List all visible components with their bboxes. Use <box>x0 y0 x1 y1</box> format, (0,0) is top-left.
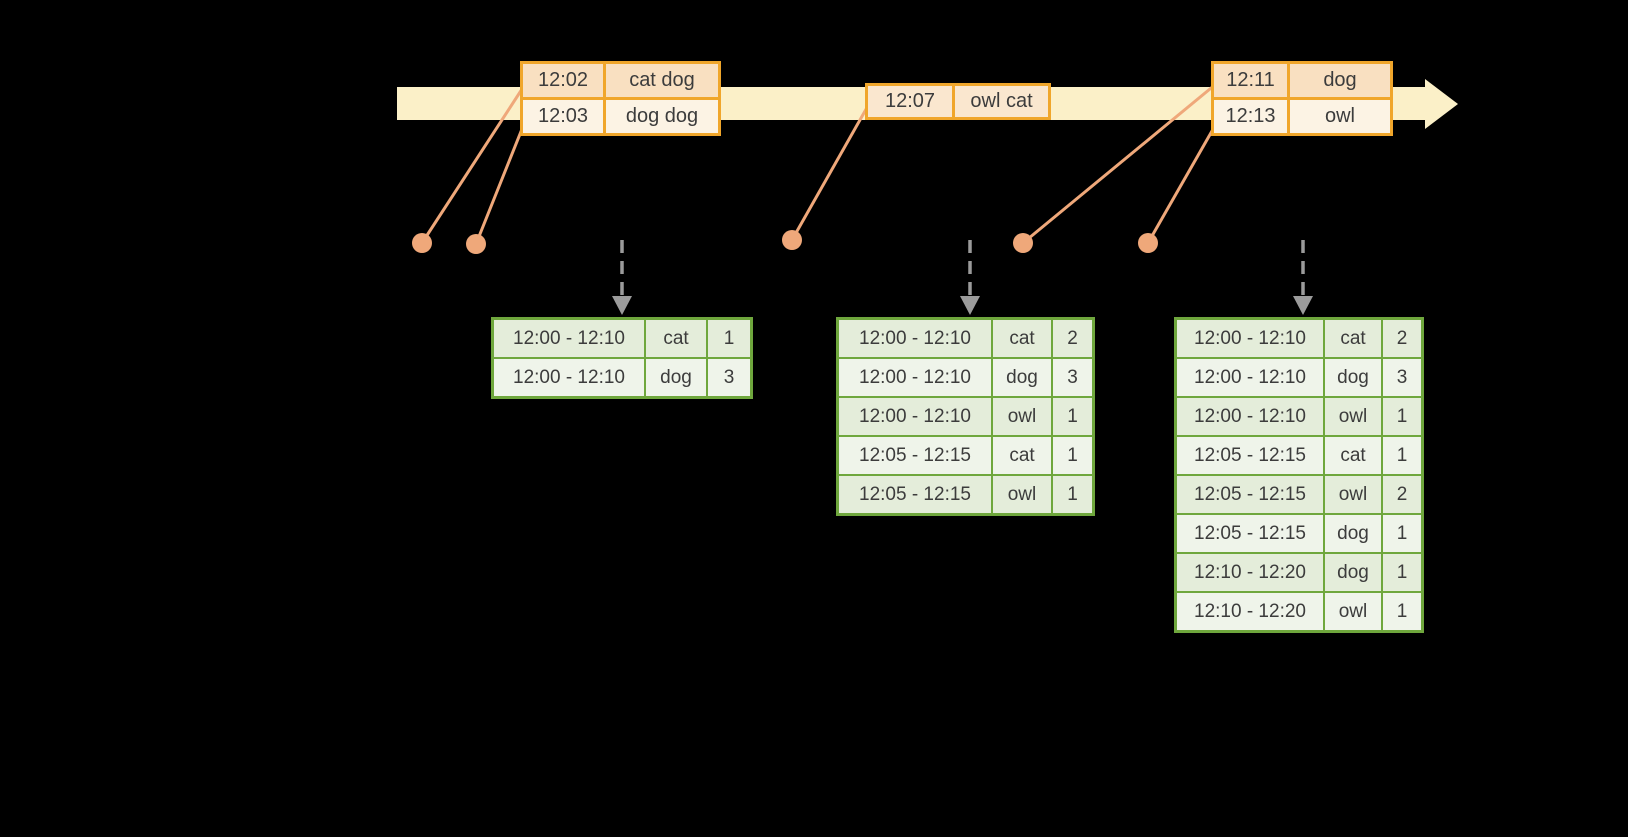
event-dot <box>466 234 486 254</box>
table-cell: dog <box>1325 554 1381 591</box>
table-cell: 1 <box>708 320 750 357</box>
table-cell: 3 <box>1053 359 1092 396</box>
event-connector-line <box>420 85 526 244</box>
table-cell: 1 <box>1383 398 1421 435</box>
event-dot <box>782 230 802 250</box>
table-cell: 3 <box>708 359 750 396</box>
table-cell: 12:02 <box>523 64 603 97</box>
table-cell: 12:00 - 12:10 <box>1177 359 1323 396</box>
table-cell: owl <box>1325 476 1381 513</box>
table-cell: cat dog <box>606 64 718 97</box>
table-cell: 12:10 - 12:20 <box>1177 554 1323 591</box>
table-cell: 12:03 <box>523 100 603 133</box>
table-cell: 1 <box>1053 398 1092 435</box>
table-cell: 1 <box>1383 515 1421 552</box>
trigger-arrowhead-icon <box>612 296 632 315</box>
timeline-arrowhead-icon <box>1425 79 1458 129</box>
table-cell: 12:00 - 12:10 <box>839 359 991 396</box>
table-cell: 1 <box>1383 437 1421 474</box>
table-cell: dog <box>993 359 1051 396</box>
table-cell: dog dog <box>606 100 718 133</box>
table-cell: cat <box>1325 437 1381 474</box>
table-cell: cat <box>993 320 1051 357</box>
trigger-arrowhead-icon <box>960 296 980 315</box>
event-dot <box>1013 233 1033 253</box>
event-connector-line <box>790 103 871 241</box>
table-cell: owl <box>993 398 1051 435</box>
table-cell: dog <box>1290 64 1390 97</box>
table-cell: 2 <box>1383 320 1421 357</box>
table-cell: 12:07 <box>868 86 952 117</box>
table-cell: owl <box>1290 100 1390 133</box>
table-cell: cat <box>646 320 706 357</box>
table-cell: dog <box>1325 359 1381 396</box>
table-cell: dog <box>1325 515 1381 552</box>
event-connector-line <box>1146 123 1218 244</box>
table-cell: owl <box>1325 593 1381 630</box>
table-cell: 12:05 - 12:15 <box>839 476 991 513</box>
table-cell: 12:05 - 12:15 <box>1177 515 1323 552</box>
table-cell: 12:00 - 12:10 <box>1177 320 1323 357</box>
table-cell: dog <box>646 359 706 396</box>
table-cell: 12:05 - 12:15 <box>839 437 991 474</box>
table-cell: cat <box>993 437 1051 474</box>
table-cell: 2 <box>1383 476 1421 513</box>
table-cell: 12:00 - 12:10 <box>494 320 644 357</box>
table-cell: 12:11 <box>1214 64 1287 97</box>
table-cell: 3 <box>1383 359 1421 396</box>
table-cell: 1 <box>1053 476 1092 513</box>
table-cell: 1 <box>1053 437 1092 474</box>
table-cell: 12:00 - 12:10 <box>839 398 991 435</box>
table-cell: owl <box>993 476 1051 513</box>
table-cell: owl <box>1325 398 1381 435</box>
table-cell: 12:10 - 12:20 <box>1177 593 1323 630</box>
table-cell: cat <box>1325 320 1381 357</box>
trigger-arrowhead-icon <box>1293 296 1313 315</box>
table-cell: 1 <box>1383 593 1421 630</box>
table-cell: 12:05 - 12:15 <box>1177 437 1323 474</box>
table-cell: 12:00 - 12:10 <box>839 320 991 357</box>
event-connector-line <box>1022 82 1217 245</box>
table-cell: owl cat <box>955 86 1048 117</box>
table-cell: 12:05 - 12:15 <box>1177 476 1323 513</box>
event-dot <box>1138 233 1158 253</box>
table-cell: 12:00 - 12:10 <box>494 359 644 396</box>
table-cell: 12:00 - 12:10 <box>1177 398 1323 435</box>
event-connector-line <box>474 123 526 245</box>
table-cell: 12:13 <box>1214 100 1287 133</box>
table-cell: 1 <box>1383 554 1421 591</box>
table-cell: 2 <box>1053 320 1092 357</box>
event-dot <box>412 233 432 253</box>
